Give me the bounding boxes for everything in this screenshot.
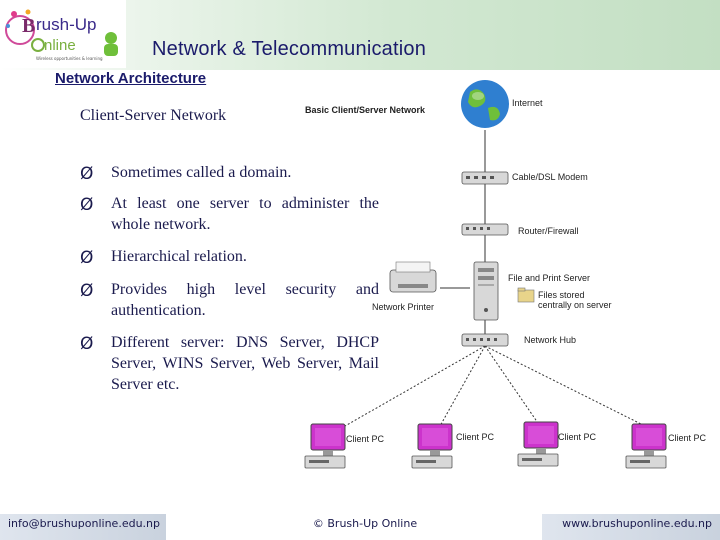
router-icon — [461, 223, 509, 236]
diagram-title: Basic Client/Server Network — [305, 105, 426, 115]
server-icon — [473, 261, 499, 321]
bullet-text: Sometimes called a domain. — [111, 164, 292, 181]
client-pc-label: Client PC — [668, 433, 707, 443]
svg-text:nline: nline — [44, 37, 76, 54]
modem-icon — [461, 171, 509, 185]
globe-icon — [461, 80, 509, 128]
modem-label: Cable/DSL Modem — [512, 172, 588, 182]
hub-label: Network Hub — [524, 335, 576, 345]
topic-title: Client-Server Network — [80, 107, 227, 124]
client-pc-label: Client PC — [456, 432, 495, 442]
svg-text:Wireless opportunities & learn: Wireless opportunities & learning — [36, 56, 103, 61]
client-pc-icon — [517, 421, 559, 467]
files-note-line1: Files stored — [538, 290, 585, 300]
bullet-text: At least one server to administer the wh… — [111, 195, 379, 233]
hub-icon — [461, 333, 509, 347]
page-title: Network & Telecommunication — [152, 38, 427, 60]
bullet-arrow-icon: Ø — [80, 334, 94, 354]
footer-copyright: © Brush-Up Online — [312, 517, 418, 530]
network-links — [344, 130, 646, 427]
client-pc-label: Client PC — [558, 432, 597, 442]
client-pc-icon — [304, 423, 346, 469]
footer-website: www.brushuponline.edu.np — [542, 514, 720, 540]
internet-label: Internet — [512, 98, 543, 108]
bullet-arrow-icon: Ø — [80, 195, 94, 215]
client-pc-icon — [625, 423, 667, 469]
printer-label: Network Printer — [372, 302, 434, 312]
brush-up-logo: B rush-Up nline Wireless opportunities &… — [0, 0, 126, 68]
bullet-arrow-icon: Ø — [80, 281, 94, 301]
bullet-arrow-icon: Ø — [80, 164, 94, 184]
footer-email: info@brushuponline.edu.np — [0, 514, 166, 540]
section-heading: Network Architecture — [55, 70, 207, 87]
printer-icon — [389, 261, 437, 293]
bullet-text: Different server: DNS Server, DHCP Serve… — [111, 334, 379, 393]
client-pc-label: Client PC — [346, 434, 385, 444]
client-pc-icon — [411, 423, 453, 469]
folder-icon — [517, 287, 535, 303]
header-bar: B rush-Up nline Wireless opportunities &… — [0, 0, 720, 70]
bullet-text: Provides high level security and authent… — [111, 281, 379, 319]
bullet-text: Hierarchical relation. — [111, 248, 247, 265]
server-label: File and Print Server — [508, 273, 590, 283]
router-label: Router/Firewall — [518, 226, 579, 236]
svg-text:B: B — [22, 15, 35, 37]
svg-text:rush-Up: rush-Up — [36, 15, 96, 34]
bullet-arrow-icon: Ø — [80, 248, 94, 268]
files-note-line2: centrally on server — [538, 300, 612, 310]
